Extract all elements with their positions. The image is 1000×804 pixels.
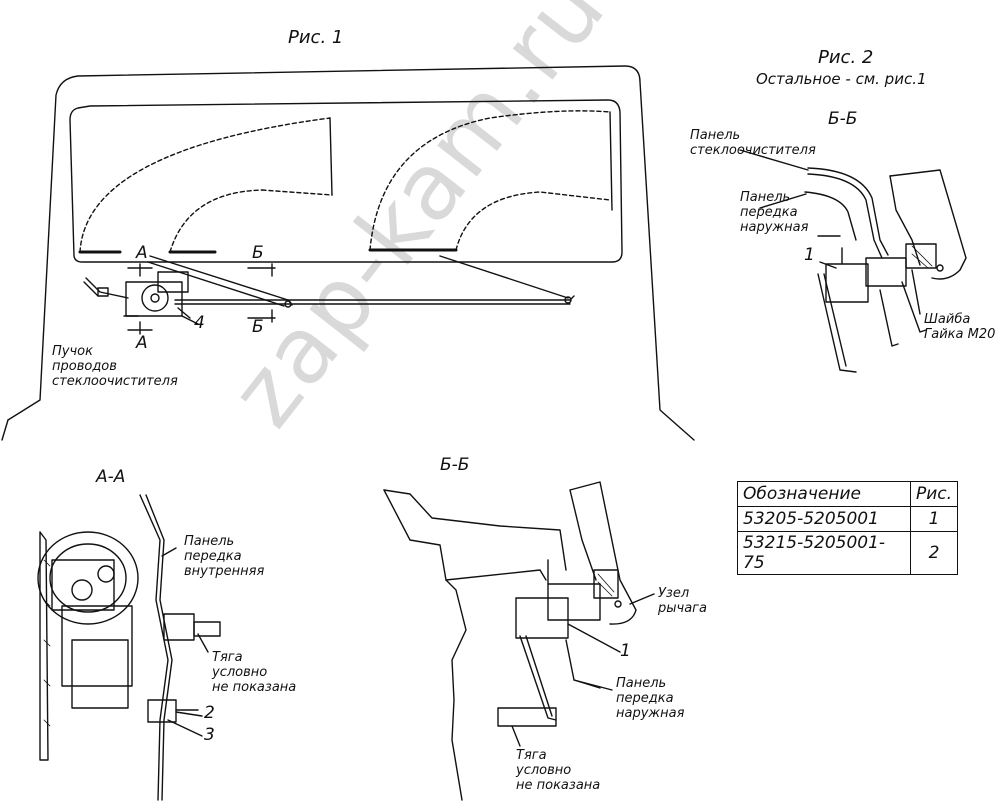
- table-header-designation: Обозначение: [737, 481, 911, 507]
- panel-outer-bb-label: Панель передка наружная: [616, 676, 685, 721]
- table-cell-designation: 53215-5205001-75: [737, 531, 911, 575]
- washer-nut-label: Шайба Гайка М20: [924, 312, 996, 342]
- section-bb-title: Б-Б: [440, 455, 470, 475]
- table-cell-fig: 1: [909, 506, 959, 532]
- lever-label: Узел рычага: [658, 586, 707, 616]
- panel-front-outer-fig2-label: Панель передка наружная: [740, 190, 809, 235]
- leader-lines: [161, 149, 921, 747]
- fig2-note: Остальное - см. рис.1: [756, 70, 927, 88]
- callout-1-bb: 1: [620, 641, 631, 661]
- callout-4: 4: [194, 313, 205, 333]
- callout-1-fig2: 1: [804, 245, 815, 265]
- wiper-motor-fig1: [83, 271, 191, 319]
- section-aa-title: А-А: [96, 467, 126, 487]
- rod-bb-label: Тяга условно не показана: [516, 748, 601, 793]
- table-header-fig: Рис.: [909, 481, 959, 507]
- table-header-row: Обозначение Рис.: [737, 481, 959, 507]
- section-mark-b-top: Б: [252, 243, 264, 263]
- fig2-title: Рис. 2: [818, 47, 874, 68]
- fig1-title: Рис. 1: [288, 27, 344, 48]
- wiper-linkage: [147, 255, 575, 308]
- table-cell-designation: 53205-5205001: [737, 506, 911, 532]
- windshield: [69, 99, 623, 263]
- harness-label: Пучок проводов стеклоочистителя: [52, 344, 178, 389]
- section-mark-a-top: А: [136, 243, 148, 263]
- fig2-assembly: [804, 167, 967, 373]
- table-row: 53215-5205001-75 2: [737, 531, 959, 575]
- rod-aa-label: Тяга условно не показана: [212, 650, 297, 695]
- panel-inner-label: Панель передка внутренняя: [184, 534, 265, 579]
- cab-outline: [1, 65, 695, 441]
- callout-3: 3: [204, 725, 215, 745]
- section-marks-fig1: [127, 263, 276, 335]
- section-mark-a-bottom: А: [136, 333, 148, 353]
- table-cell-fig: 2: [909, 531, 959, 575]
- section-bb-fig2: Б-Б: [828, 109, 858, 129]
- callout-2: 2: [204, 703, 215, 723]
- section-mark-b-bottom: Б: [252, 317, 264, 337]
- table-row: 53205-5205001 1: [737, 506, 959, 532]
- section-bb-drawing: [383, 481, 637, 801]
- designation-table: Обозначение Рис. 53205-5205001 1 53215-5…: [737, 481, 959, 575]
- panel-wiper-label: Панель стеклоочистителя: [690, 128, 816, 158]
- section-aa-drawing: [37, 494, 221, 801]
